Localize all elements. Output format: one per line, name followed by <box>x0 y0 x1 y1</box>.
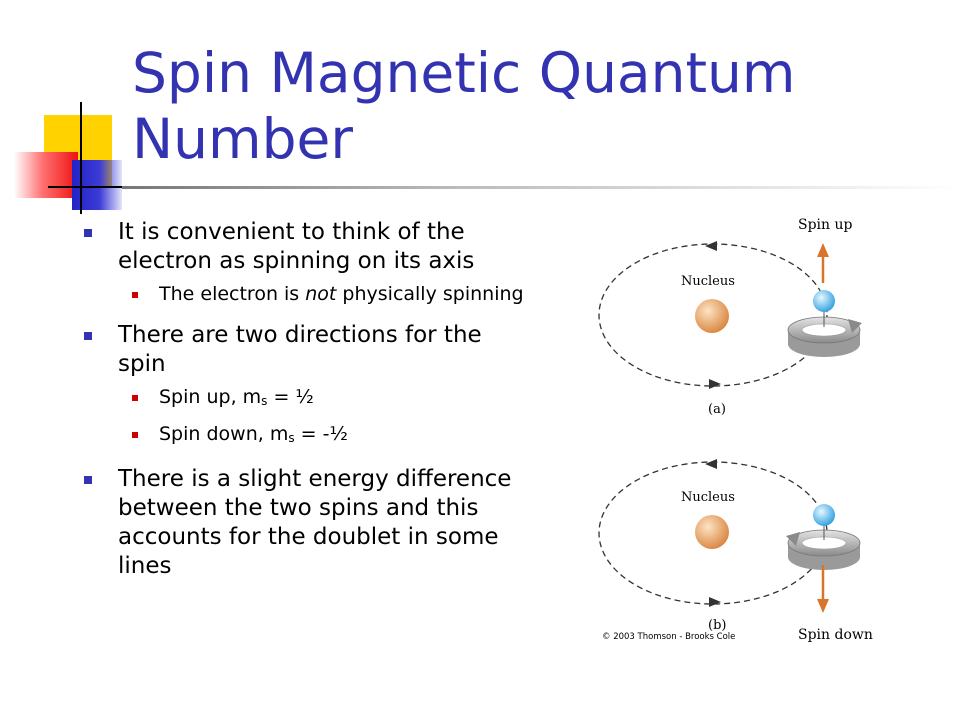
bullet-two-directions: There are two directions for the spin <box>84 321 524 379</box>
subbullet-not-spinning: The electron is not physically spinning <box>84 282 524 307</box>
decor-red-block <box>14 152 78 198</box>
panel-a-label: (a) <box>708 402 726 417</box>
subbullet-text-pre: Spin up, m <box>159 386 262 408</box>
bullet-list: It is convenient to think of the electro… <box>84 218 524 587</box>
bullet-text: There are two directions for the spin <box>118 322 482 377</box>
panel-b-label: (b) <box>708 618 726 633</box>
nucleus-b <box>695 515 729 549</box>
orbit-arrowhead-b-top <box>705 459 717 469</box>
subscript: s <box>261 394 268 408</box>
subbullet-text-post: = -½ <box>294 423 348 445</box>
spin-up-label: Spin up <box>798 217 853 233</box>
subbullet-spin-down: Spin down, ms = -½ <box>84 422 524 451</box>
subbullet-emphasis: not <box>305 283 337 305</box>
spin-ring-b <box>786 529 861 570</box>
spin-diagram: Spin up Nucleus (a) Nucleus (b) © 2003 T… <box>598 217 873 643</box>
subbullet-text-pre: Spin down, m <box>159 423 289 445</box>
subscript: s <box>288 431 295 445</box>
spin-down-arrow <box>817 565 829 613</box>
copyright-text: © 2003 Thomson - Brooks Cole <box>602 632 735 642</box>
electron-a <box>813 290 835 312</box>
nucleus-label-b: Nucleus <box>681 490 735 505</box>
decor-horizontal-line <box>48 186 138 188</box>
electron-b <box>813 504 835 526</box>
orbit-arrowhead-b-bottom <box>709 597 721 607</box>
subbullet-text-pre: The electron is <box>159 283 306 305</box>
subbullet-text-post: = ½ <box>267 386 314 408</box>
slide-title: Spin Magnetic Quantum Number <box>132 41 796 171</box>
orbit-arrowhead-a-bottom <box>709 379 721 389</box>
spin-down-label: Spin down <box>798 627 873 643</box>
title-underline <box>122 186 960 189</box>
bullet-energy-difference: There is a slight energy difference betw… <box>84 465 524 581</box>
spin-ring-a <box>787 316 862 357</box>
bullet-text: There is a slight energy difference betw… <box>118 466 512 579</box>
orbit-arrowhead-a-top <box>705 241 717 251</box>
nucleus-a <box>695 299 729 333</box>
bullet-electron-spinning: It is convenient to think of the electro… <box>84 218 524 276</box>
subbullet-spin-up: Spin up, ms = ½ <box>84 385 524 414</box>
decor-vertical-line <box>80 102 82 214</box>
spin-up-arrow <box>817 243 829 283</box>
subbullet-text-post: physically spinning <box>336 283 524 305</box>
nucleus-label-a: Nucleus <box>681 274 735 289</box>
bullet-text: It is convenient to think of the electro… <box>118 219 475 274</box>
